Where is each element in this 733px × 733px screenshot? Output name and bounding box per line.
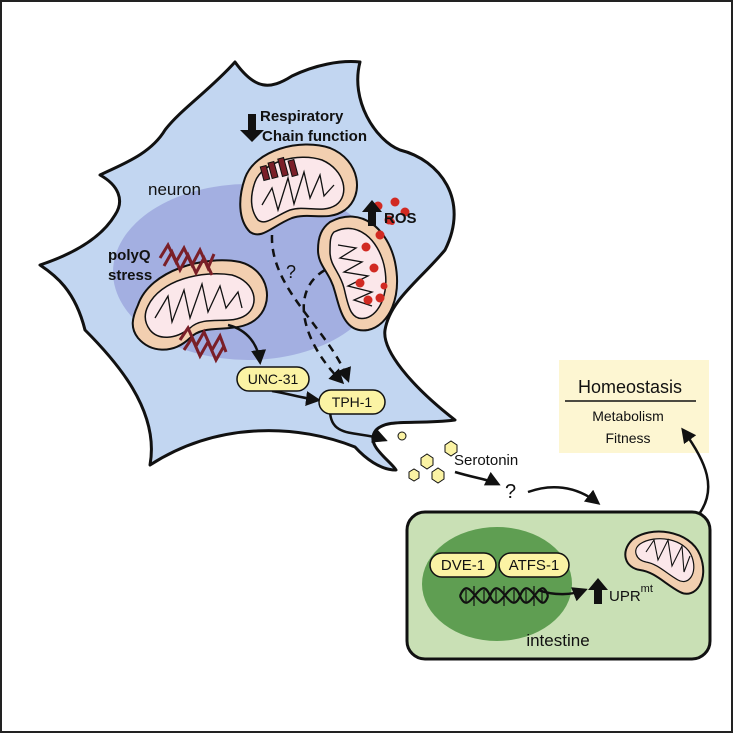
serotonin-molecules-icon	[408, 440, 458, 484]
polyq-label-2: stress	[108, 267, 152, 284]
unc31-label: UNC-31	[248, 371, 299, 387]
mitochondrion-intestine	[624, 530, 705, 595]
mitochondrion-top	[239, 143, 358, 236]
neuron-label: neuron	[148, 180, 201, 199]
atfs1-label: ATFS-1	[509, 557, 560, 574]
arrow-to-upr	[537, 587, 588, 602]
upr-label: UPRmt	[609, 583, 653, 605]
metabolism-label: Metabolism	[592, 408, 664, 424]
upr-text: UPR	[609, 588, 641, 605]
upr-superscript: mt	[641, 583, 653, 595]
vesicle-icon	[397, 431, 407, 441]
intestine-label: intestine	[526, 631, 589, 650]
dve1-badge	[429, 552, 497, 578]
up-arrow-icon	[362, 200, 382, 226]
dna-helix-icon	[458, 586, 550, 606]
respiratory-label-2: Chain function	[262, 128, 367, 145]
respiratory-label-1: Respiratory	[260, 108, 344, 125]
polyq-label-1: polyQ	[108, 247, 151, 264]
polyq-aggregate-icon	[158, 241, 228, 364]
ros-label: ROS	[384, 210, 417, 227]
down-arrow-icon	[240, 114, 264, 142]
intestine-nucleus	[422, 527, 572, 641]
arrow-tph1-release	[328, 409, 388, 443]
dve1-label: DVE-1	[441, 557, 485, 574]
serotonin-label: Serotonin	[454, 452, 518, 469]
damaged-complex-icon	[259, 156, 299, 182]
unc31-badge	[236, 366, 310, 392]
unknown-signal-label: ?	[505, 481, 516, 503]
fitness-label: Fitness	[605, 430, 650, 446]
arrow-to-intestine	[527, 486, 601, 505]
tph1-label: TPH-1	[332, 394, 373, 410]
arrow-unc31-to-tph1	[271, 389, 321, 406]
mitochondrion-ros	[316, 215, 398, 332]
arrow-to-homeostasis	[681, 427, 710, 519]
upr-up-arrow-icon	[588, 578, 608, 604]
ros-particles	[355, 197, 410, 305]
homeostasis-title: Homeostasis	[578, 377, 682, 397]
tph1-badge	[318, 389, 386, 415]
arrow-serotonin-signal	[454, 470, 501, 486]
arrow-polyq-to-unc31	[227, 323, 267, 365]
unknown-link-label: ?	[286, 262, 296, 282]
atfs1-badge	[498, 552, 570, 578]
dashed-arrow-resp	[270, 234, 351, 383]
